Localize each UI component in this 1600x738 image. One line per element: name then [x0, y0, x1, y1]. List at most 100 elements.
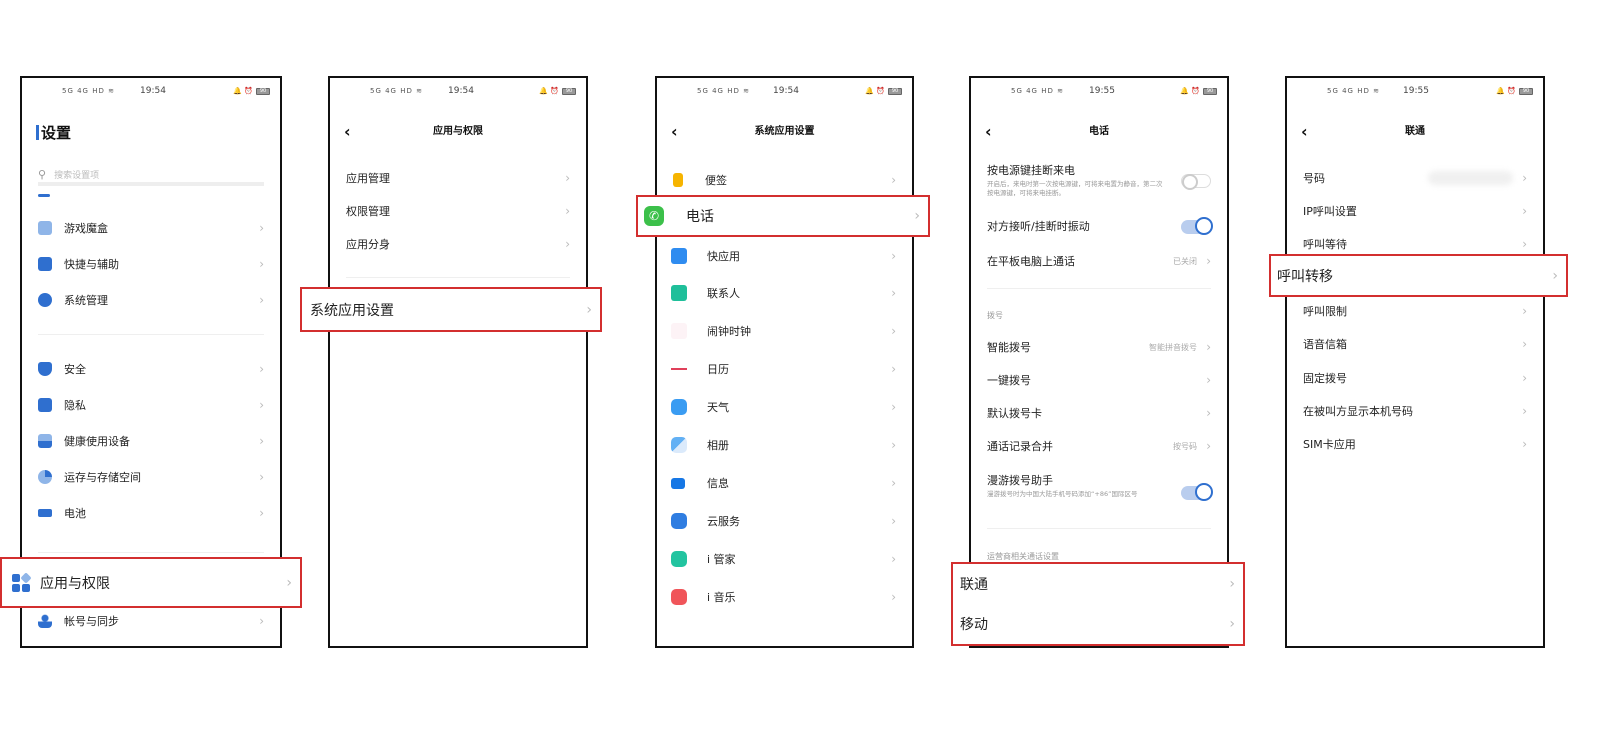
chevron-right-icon: › — [286, 574, 292, 591]
status-bar: 5G 4G HD ≋ 19:55 🔔 ⏰90 — [1287, 86, 1543, 100]
quick-app-icon — [671, 248, 687, 264]
chevron-right-icon: › — [259, 614, 264, 628]
app-item-gallery[interactable]: 相册 › — [657, 430, 912, 460]
setting-speed-dial[interactable]: 一键拨号 › — [987, 373, 1211, 387]
alarm-icon: 🔔 ⏰ — [1496, 87, 1516, 95]
list-item-ip-call[interactable]: IP呼叫设置 › — [1303, 204, 1527, 218]
settings-item-game-box[interactable]: 游戏魔盒 › — [22, 213, 280, 243]
status-time: 19:55 — [1403, 86, 1429, 96]
signal-icon: 5G 4G HD ≋ — [697, 87, 750, 95]
list-item-call-barring[interactable]: 呼叫限制 › — [1303, 304, 1527, 318]
nav-bar: ‹ 应用与权限 — [330, 122, 586, 144]
status-bar: 5G 4G HD ≋ 19:54 🔔 ⏰90 — [657, 86, 912, 100]
settings-item-account-sync[interactable]: 帐号与同步 › — [22, 606, 280, 636]
settings-item-system-management[interactable]: 系统管理 › — [22, 285, 280, 315]
highlight-phone-app[interactable]: ✆ 电话 › — [636, 195, 930, 237]
alarm-icon: 🔔 ⏰ — [233, 87, 253, 95]
app-item-messages[interactable]: 信息 › — [657, 468, 912, 498]
search-icon: ⚲ — [38, 167, 47, 181]
chevron-right-icon: › — [891, 590, 896, 604]
chevron-right-icon: › — [259, 293, 264, 307]
search-input[interactable]: ⚲ 搜索设置项 — [38, 166, 264, 186]
section-header-dial: 拨号 — [987, 311, 1003, 320]
status-icons: 🔔 ⏰90 — [1496, 87, 1533, 95]
app-item-clock[interactable]: 闹钟时钟 › — [657, 316, 912, 346]
nav-bar: ‹ 系统应用设置 — [657, 122, 912, 144]
app-item-notes[interactable]: 便签 › — [657, 165, 912, 195]
list-item-caller-id[interactable]: 在被叫方显示本机号码 › — [1303, 404, 1527, 418]
toggle-roaming-assistant[interactable] — [1181, 483, 1213, 501]
settings-item-privacy[interactable]: 隐私 › — [22, 390, 280, 420]
list-item-sim-apps[interactable]: SIM卡应用 › — [1303, 437, 1527, 451]
signal-icon: 5G 4G HD ≋ — [1011, 87, 1064, 95]
list-item-fixed-dialing[interactable]: 固定拨号 › — [1303, 371, 1527, 385]
hourglass-icon — [38, 434, 52, 448]
alarm-icon: 🔔 ⏰ — [1180, 87, 1200, 95]
list-item-permission-management[interactable]: 权限管理 › — [346, 204, 570, 218]
chevron-right-icon: › — [891, 438, 896, 452]
chevron-right-icon: › — [259, 257, 264, 271]
divider — [987, 288, 1211, 289]
list-item-app-clone[interactable]: 应用分身 › — [346, 237, 570, 251]
toggle-power-key-hangup[interactable] — [1181, 174, 1211, 190]
search-placeholder: 搜索设置项 — [54, 170, 100, 181]
highlight-carrier-list: 联通 › 移动 › — [951, 562, 1245, 646]
app-item-quick-app[interactable]: 快应用 › — [657, 241, 912, 271]
chevron-right-icon: › — [1206, 254, 1211, 268]
list-item-voicemail[interactable]: 语音信箱 › — [1303, 337, 1527, 351]
chevron-right-icon: › — [1206, 373, 1211, 387]
setting-merge-call-log[interactable]: 通话记录合并 按号码 › — [987, 439, 1211, 453]
settings-item-battery[interactable]: 电池 › — [22, 498, 280, 528]
back-button[interactable]: ‹ — [671, 122, 678, 141]
chevron-right-icon: › — [1522, 371, 1527, 385]
setting-tablet-call[interactable]: 在平板电脑上通话 已关闭 › — [987, 254, 1211, 268]
highlight-system-app-settings[interactable]: 系统应用设置 › — [300, 287, 602, 332]
chevron-right-icon: › — [1229, 576, 1235, 592]
carrier-item-unicom[interactable]: 联通 › — [960, 576, 1235, 593]
toggle-vibrate-on-answer[interactable] — [1181, 217, 1213, 235]
app-item-contacts[interactable]: 联系人 › — [657, 278, 912, 308]
messages-icon — [671, 477, 685, 489]
settings-item-digital-wellbeing[interactable]: 健康使用设备 › — [22, 426, 280, 456]
chevron-right-icon: › — [259, 470, 264, 484]
screen-system-app-settings: 5G 4G HD ≋ 19:54 🔔 ⏰90 ‹ 系统应用设置 便签 › 快应用… — [655, 76, 914, 648]
setting-smart-dial[interactable]: 智能拨号 智能拼音拨号 › — [987, 340, 1211, 354]
app-item-calendar[interactable]: 日历 › — [657, 354, 912, 384]
setting-power-key-hangup: 按电源键挂断来电 开启后，来电时第一次按电源键，可将来电置为静音，第二次按电源键… — [987, 162, 1167, 198]
app-item-weather[interactable]: 天气 › — [657, 392, 912, 422]
lock-icon — [38, 398, 52, 412]
chevron-right-icon: › — [259, 506, 264, 520]
signal-icon: 5G 4G HD ≋ — [370, 87, 423, 95]
settings-item-security[interactable]: 安全 › — [22, 354, 280, 384]
chevron-right-icon: › — [891, 173, 896, 187]
page-title: 电话 — [1089, 126, 1109, 137]
list-item-call-waiting[interactable]: 呼叫等待 › — [1303, 237, 1527, 251]
carrier-item-mobile[interactable]: 移动 › — [960, 616, 1235, 633]
app-item-cloud[interactable]: 云服务 › — [657, 506, 912, 536]
signal-icon: 5G 4G HD ≋ — [1327, 87, 1380, 95]
weather-icon — [671, 399, 687, 415]
highlight-call-forwarding[interactable]: 呼叫转移 › — [1269, 254, 1568, 297]
i-manager-icon — [671, 551, 687, 567]
page-title: 设置 — [36, 122, 71, 143]
chevron-right-icon: › — [565, 171, 570, 185]
back-button[interactable]: ‹ — [1301, 122, 1308, 141]
app-item-i-manager[interactable]: i 管家 › — [657, 544, 912, 574]
status-bar: 5G 4G HD ≋ 19:54 🔔 ⏰90 — [22, 86, 280, 100]
settings-item-storage[interactable]: 运存与存储空间 › — [22, 462, 280, 492]
contacts-icon — [671, 285, 687, 301]
highlight-apps-permissions[interactable]: 应用与权限 › — [0, 557, 302, 608]
list-item-number[interactable]: 号码 › — [1303, 171, 1527, 185]
back-button[interactable]: ‹ — [344, 122, 351, 141]
settings-item-shortcut[interactable]: 快捷与辅助 › — [22, 249, 280, 279]
back-button[interactable]: ‹ — [985, 122, 992, 141]
screen-apps-permissions: 5G 4G HD ≋ 19:54 🔔 ⏰90 ‹ 应用与权限 应用管理 › 权限… — [328, 76, 588, 648]
list-item-app-management[interactable]: 应用管理 › — [346, 171, 570, 185]
chevron-right-icon: › — [1522, 304, 1527, 318]
nav-bar: ‹ 联通 — [1287, 122, 1543, 144]
app-item-i-music[interactable]: i 音乐 › — [657, 582, 912, 612]
setting-default-sim[interactable]: 默认拨号卡 › — [987, 406, 1211, 420]
divider — [38, 334, 264, 335]
chevron-right-icon: › — [1206, 340, 1211, 354]
title-accent-bar — [36, 125, 39, 140]
